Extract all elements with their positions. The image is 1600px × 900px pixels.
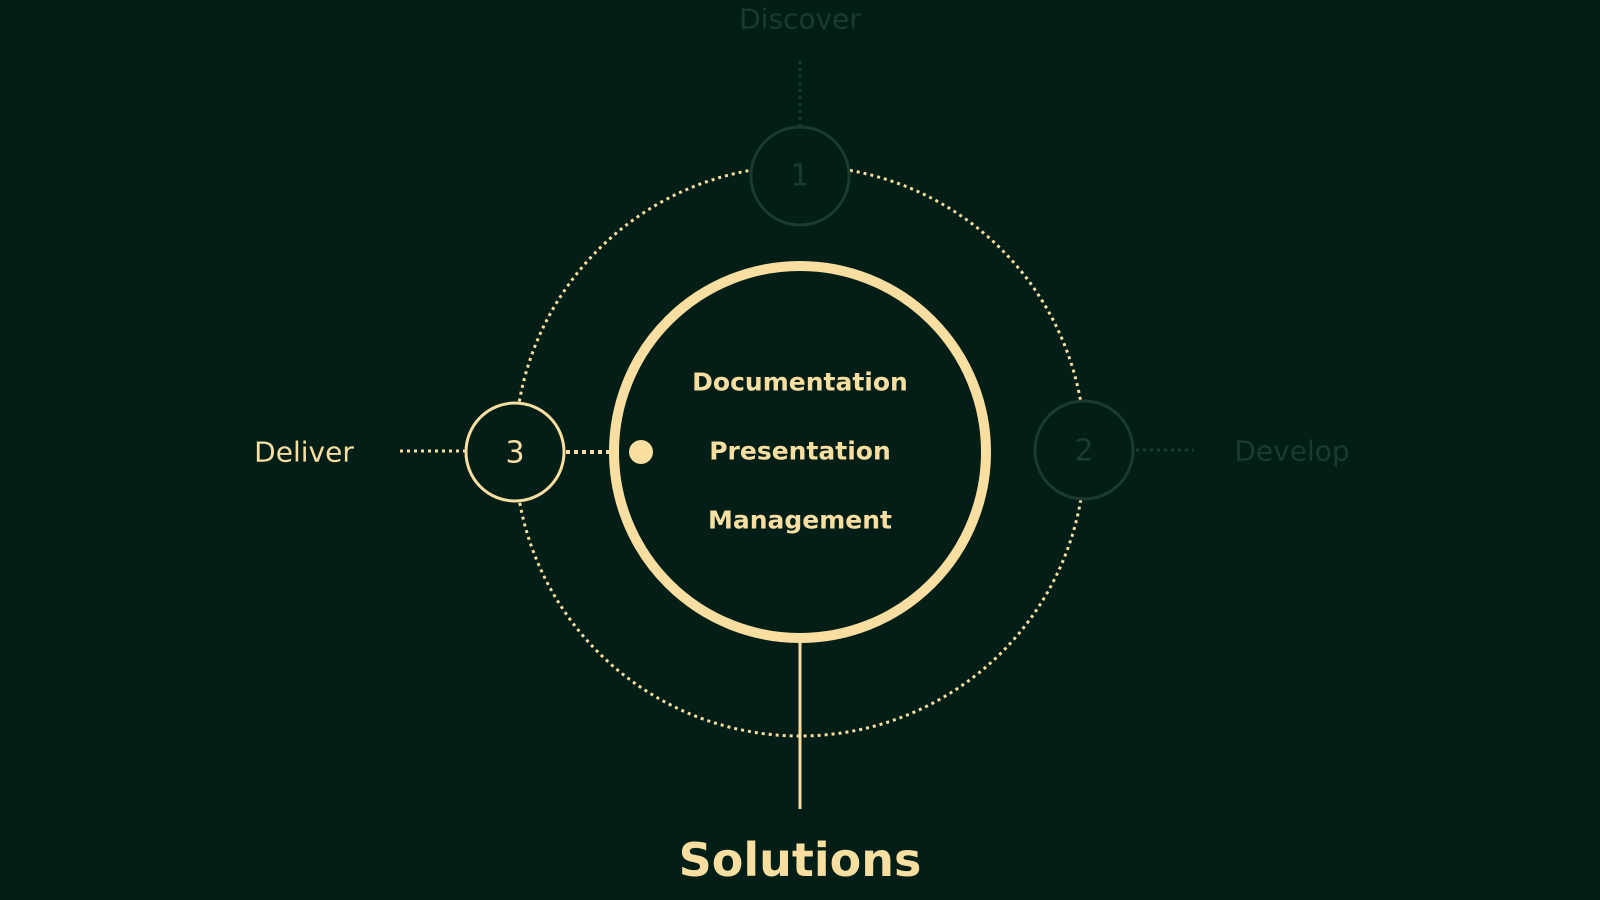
node-number-2: 2 <box>1074 433 1094 469</box>
center-circle <box>609 261 991 643</box>
diagram-title: Solutions <box>678 833 922 887</box>
active-marker-dot <box>629 440 653 464</box>
center-item-management: Management <box>707 505 893 535</box>
stage-label-develop: Develop <box>1234 434 1350 468</box>
node-1[interactable] <box>749 125 851 227</box>
stage-label-discover: Discover <box>739 2 861 36</box>
center-item-presentation: Presentation <box>709 436 891 466</box>
node-number-1: 1 <box>790 158 810 194</box>
center-item-documentation: Documentation <box>692 367 908 397</box>
node-number-3: 3 <box>505 435 525 471</box>
stage-label-deliver: Deliver <box>254 435 354 469</box>
node-2[interactable] <box>1033 399 1135 501</box>
node-3[interactable] <box>464 401 566 503</box>
